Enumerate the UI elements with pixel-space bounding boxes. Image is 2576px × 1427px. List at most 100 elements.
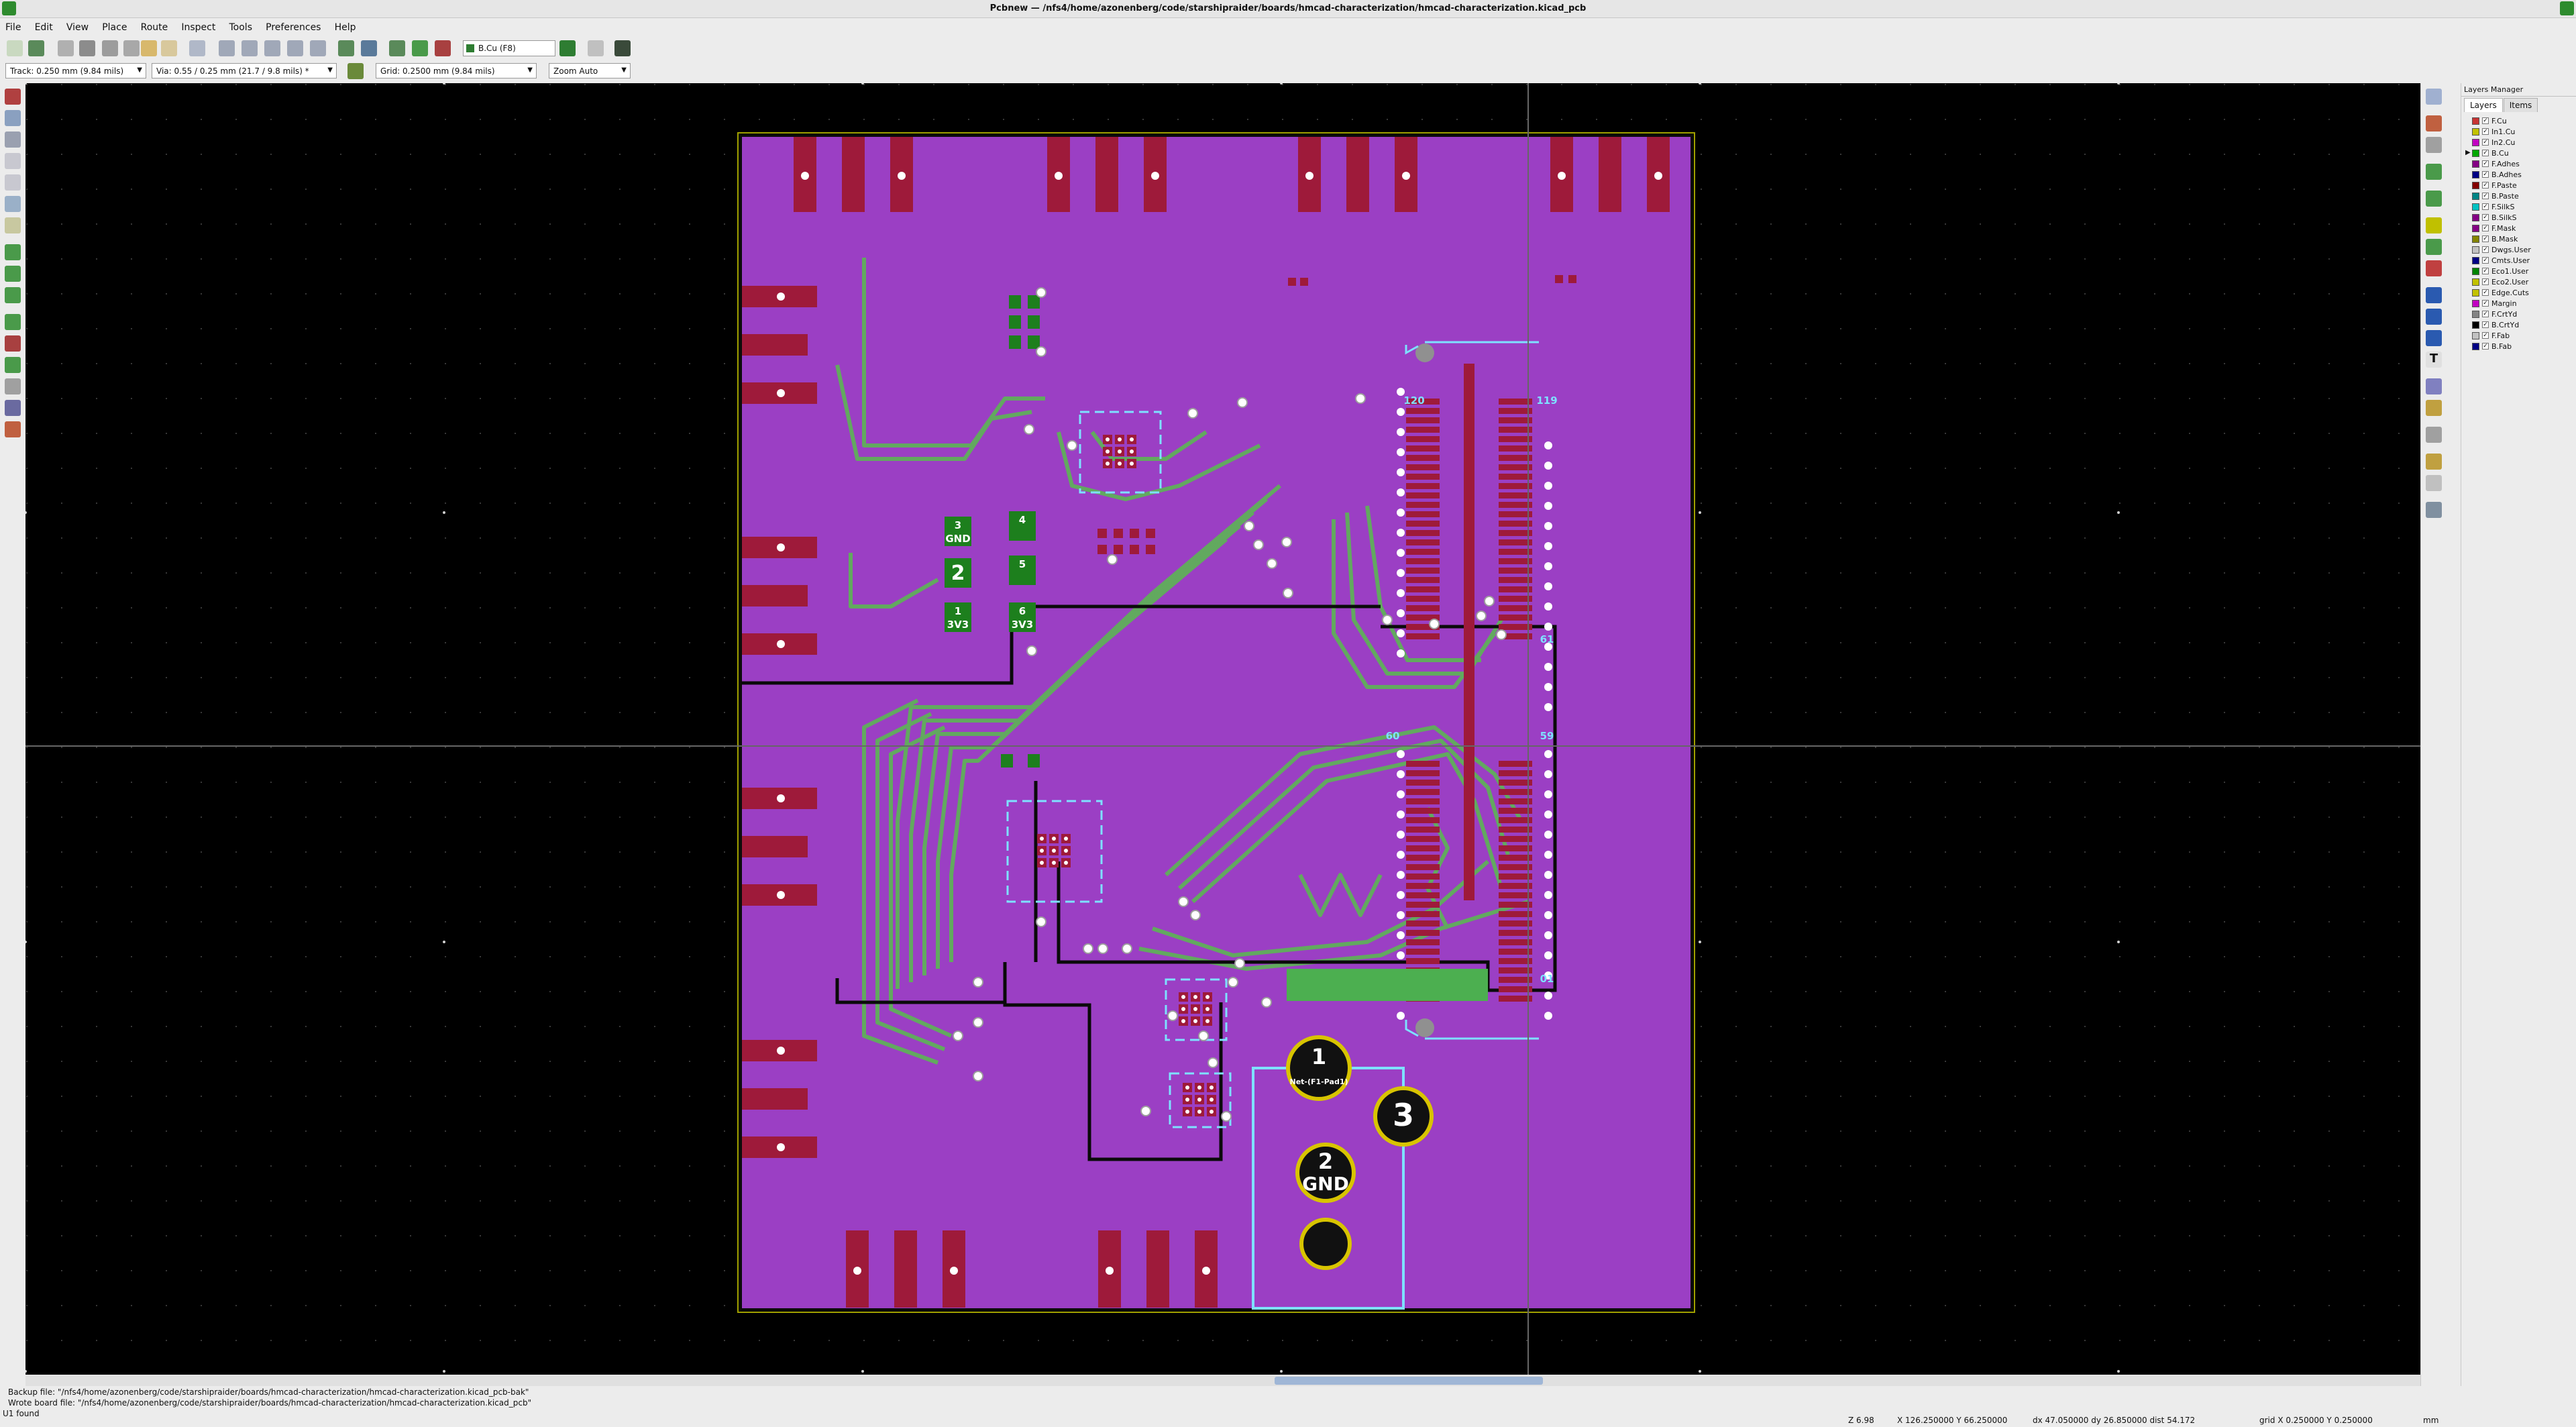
connector-pin[interactable] [1406,883,1440,889]
add-dimension-icon[interactable] [2426,378,2442,394]
copper-track[interactable] [862,698,939,1065]
via[interactable] [1544,623,1552,631]
smd-pad[interactable] [1146,545,1155,554]
menu-file[interactable]: File [5,22,21,33]
connector-pin[interactable] [1406,605,1440,611]
connector-shield[interactable] [1464,364,1474,900]
connector-pin[interactable] [1406,615,1440,621]
layer-visibility-checkbox[interactable]: ✓ [2482,278,2489,285]
via[interactable] [1036,346,1046,357]
smd-pad[interactable] [1009,295,1021,309]
layer-row-dwgs-user[interactable]: ✓Dwgs.User [2464,244,2574,255]
new-board-icon[interactable] [7,40,23,56]
layer-color-swatch[interactable] [2472,246,2479,254]
connector-pin[interactable] [1499,502,1532,508]
via[interactable] [1281,537,1292,547]
layer-color-swatch[interactable] [2472,139,2479,146]
connector-pin[interactable] [1499,780,1532,786]
connector-pin[interactable] [1406,483,1440,489]
layer-color-swatch[interactable] [2472,300,2479,307]
connector-pin[interactable] [1406,855,1440,861]
connector-pin[interactable] [1406,902,1440,908]
smd-pad[interactable] [1130,529,1139,538]
footprint-editor-icon[interactable] [361,40,377,56]
layer-color-swatch[interactable] [2472,182,2479,189]
connector-pin[interactable] [1499,864,1532,870]
connector-pin[interactable] [1499,417,1532,423]
active-layer-select[interactable]: B.Cu (F8) [463,40,555,56]
smd-pad[interactable] [1097,529,1107,538]
copper-track[interactable] [1191,752,1503,904]
via[interactable] [1397,468,1405,476]
via[interactable] [1397,529,1405,537]
via[interactable] [1544,663,1552,671]
units-inch-icon[interactable] [5,153,21,169]
layer-color-swatch[interactable] [2472,235,2479,243]
footprint-library-icon[interactable] [389,40,405,56]
header-pad-5[interactable] [1009,556,1036,585]
via[interactable] [1544,750,1552,758]
via[interactable] [1397,549,1405,557]
connector-pin[interactable] [1406,780,1440,786]
smd-pad[interactable] [1568,275,1576,283]
connector-pin[interactable] [1499,855,1532,861]
smd-pad[interactable] [1028,315,1040,329]
via[interactable] [1544,810,1552,818]
via[interactable] [1187,408,1198,419]
via[interactable] [1208,1057,1218,1068]
via[interactable] [1544,770,1552,778]
layer-visibility-checkbox[interactable]: ✓ [2482,332,2489,339]
connector-pin[interactable] [1499,549,1532,555]
menu-tools[interactable]: Tools [229,22,253,33]
layer-color-swatch[interactable] [2472,332,2479,339]
via[interactable] [1397,448,1405,456]
header-pad-3[interactable] [945,517,971,546]
via[interactable] [1397,509,1405,517]
connector-pin[interactable] [1499,789,1532,795]
layer-pair-icon[interactable] [559,40,576,56]
smd-pad[interactable] [1555,275,1563,283]
copper-track[interactable] [1090,430,1208,461]
via[interactable] [1544,851,1552,859]
via[interactable] [1429,619,1440,629]
via[interactable] [1382,615,1393,625]
via[interactable] [1355,393,1366,404]
layer-row-f-adhes[interactable]: ✓F.Adhes [2464,158,2574,169]
via[interactable] [1397,649,1405,657]
connector-pin[interactable] [1499,577,1532,583]
via[interactable] [1476,611,1487,621]
via[interactable] [1234,958,1245,969]
connector-pin[interactable] [1406,502,1440,508]
set-origin-icon[interactable] [2426,454,2442,470]
connector-pin[interactable] [1406,549,1440,555]
connector-pin[interactable] [1499,568,1532,574]
layer-color-swatch[interactable] [2472,311,2479,318]
menu-view[interactable]: View [66,22,89,33]
connector-pin[interactable] [1406,874,1440,880]
smd-pad[interactable] [1097,545,1107,554]
via[interactable] [1140,1106,1151,1116]
microwave-tools-icon[interactable] [5,421,21,437]
high-contrast-icon[interactable] [5,378,21,394]
edge-pad[interactable] [1146,1230,1169,1308]
copper-track[interactable] [949,537,1228,962]
via[interactable] [1397,1012,1405,1020]
layer-row-f-silks[interactable]: ✓F.SilkS [2464,201,2574,212]
copper-fill-area[interactable] [1287,969,1488,1001]
smd-pad[interactable] [1009,315,1021,329]
connector-pin[interactable] [1406,798,1440,804]
connector-pin[interactable] [1499,596,1532,602]
layer-visibility-checkbox[interactable]: ✓ [2482,128,2489,135]
via[interactable] [1544,891,1552,899]
via[interactable] [1544,931,1552,939]
zoom-select[interactable]: Zoom Auto▼ [549,63,631,78]
connector-pin[interactable] [1499,492,1532,498]
layer-color-swatch[interactable] [2472,128,2479,136]
layer-row-b-mask[interactable]: ✓B.Mask [2464,233,2574,244]
via[interactable] [1221,1111,1232,1122]
auto-track-width-icon[interactable] [347,63,364,79]
menu-inspect[interactable]: Inspect [181,22,216,33]
layer-color-swatch[interactable] [2472,225,2479,232]
layer-row-f-mask[interactable]: ✓F.Mask [2464,223,2574,233]
